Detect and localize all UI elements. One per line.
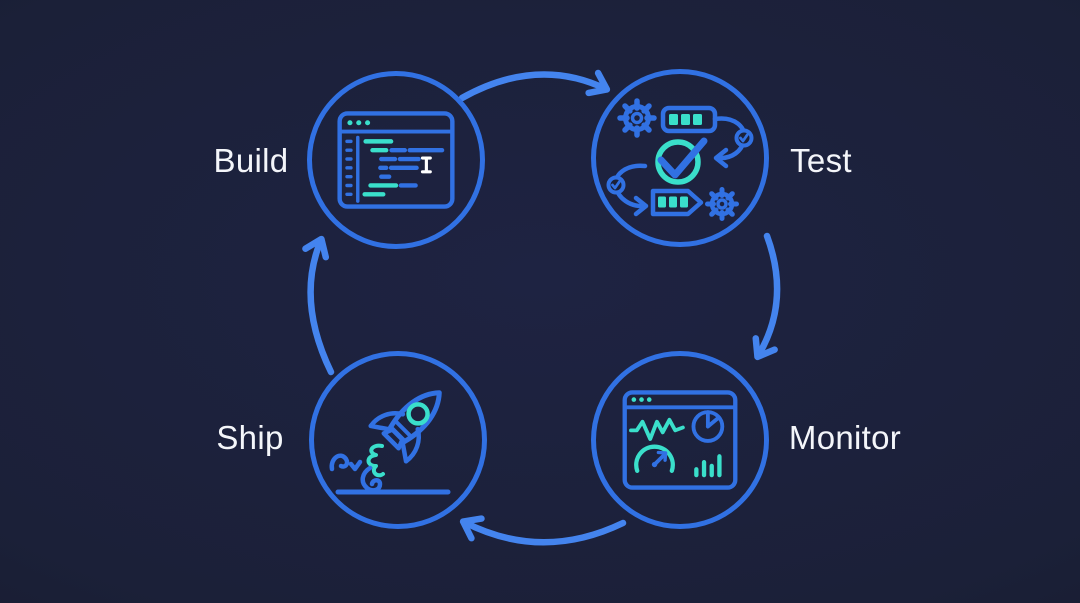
label-test: Test [790,142,852,179]
node-test [591,69,769,247]
rocket-icon [368,390,442,464]
arrow-build-to-test [458,69,611,102]
gear-icon [617,98,657,138]
arrowhead-icon [713,147,729,169]
node-build [307,71,485,249]
pipeline-arrow-icon [650,188,704,217]
node-ship [309,351,487,529]
pipeline-bar-icon [660,105,718,134]
gear-icon [705,187,739,221]
rocket-fin-right [400,426,421,464]
code-lines-blue [378,147,445,188]
label-ship: Ship [216,419,284,456]
dashboard-window [622,390,738,490]
arrow-test-to-monitor [752,232,781,361]
test-pipeline-icon [606,98,754,221]
analytics-dashboard-icon [622,390,738,490]
text-cursor-icon [420,156,432,174]
bar-chart-icon [694,454,722,478]
code-lines-teal [362,139,399,197]
window-dots-icon [631,397,652,402]
arrow-monitor-to-ship [459,515,627,546]
arrow-ship-to-build [302,235,335,376]
node-monitor [591,351,769,529]
code-editor-icon [337,111,455,209]
rocket-band [393,418,414,439]
arrowhead-icon [633,195,649,217]
flame-icon [366,443,385,478]
label-monitor: Monitor [788,419,902,456]
rocket-nozzle [381,427,405,451]
window-dots-icon [347,120,371,126]
editor-window [337,111,455,209]
label-build: Build [213,142,289,179]
loop-arrow-left [606,163,649,217]
rocket-body [387,390,442,445]
loop-arrow-right [712,116,754,169]
checkmark-circle-icon [655,137,708,185]
line-chart-icon [629,417,685,441]
rocket-launch-icon [329,390,451,495]
rocket-fin-left [368,411,406,432]
gauge-icon [634,444,675,473]
rocket-window [406,402,430,426]
pie-chart-icon [691,410,725,443]
line-number-dashes [345,139,353,197]
